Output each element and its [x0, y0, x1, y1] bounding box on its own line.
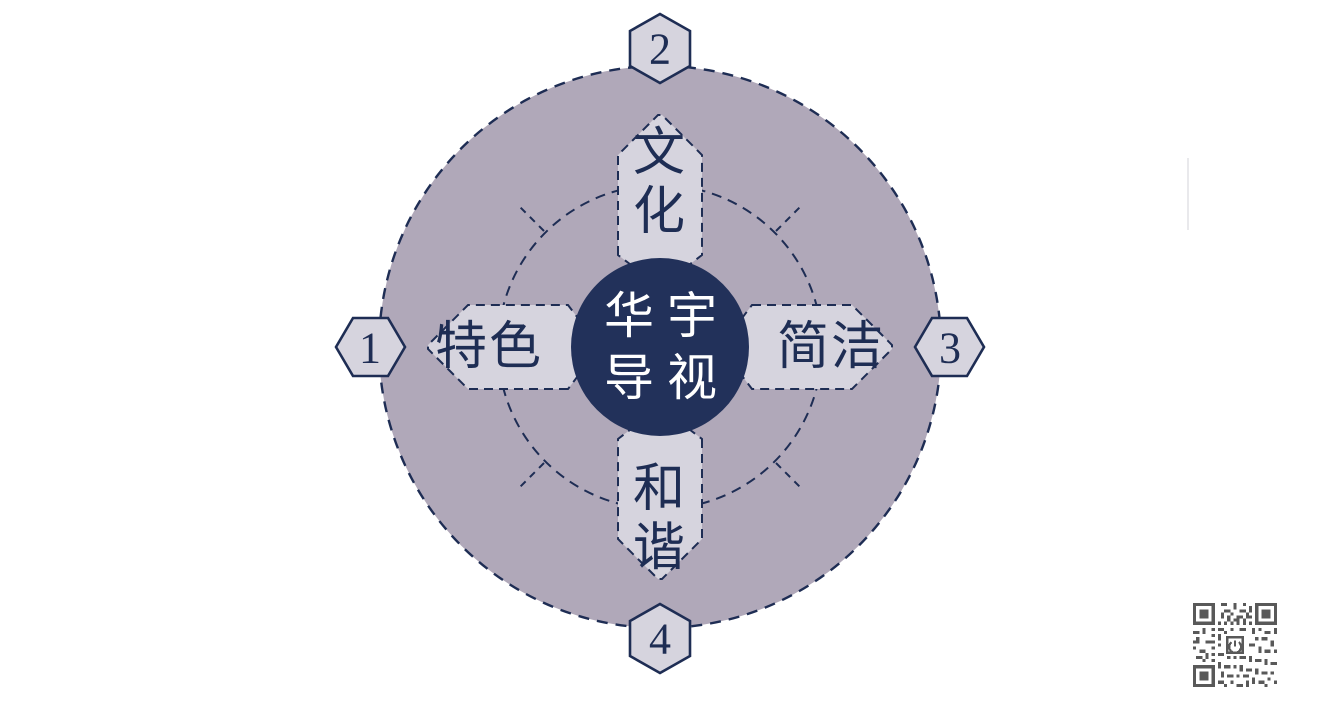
badge-4-hexagon	[628, 602, 692, 675]
qr-center-logo	[1226, 636, 1244, 654]
badge-4-number: 4	[649, 615, 671, 664]
center-char-3: 导	[604, 349, 654, 407]
badge-2-hexagon	[628, 12, 692, 85]
petal-bottom-label-char-1: 和	[633, 459, 687, 519]
center-node-circle	[571, 258, 749, 436]
badge-1[interactable]: 1	[334, 316, 407, 378]
petal-top-label-char-2: 化	[633, 182, 687, 242]
badge-2-number: 2	[649, 25, 671, 74]
petal-group: 特色 简洁 文 化 和 谐	[427, 114, 893, 580]
badge-group: 1 3 2 4	[334, 12, 986, 675]
badge-2[interactable]: 2	[628, 12, 692, 85]
petal-bottom-label-char-2: 谐	[633, 518, 687, 578]
petal-left-label: 特色	[435, 317, 543, 377]
center-char-1: 华	[604, 287, 654, 345]
diagonal-tick-marks	[519, 206, 801, 488]
petal-left[interactable]: 特色	[427, 304, 601, 390]
center-node[interactable]: 华 宇 导 视	[571, 258, 749, 436]
petal-top-label-char-1: 文	[633, 123, 687, 183]
petal-right-label: 简洁	[777, 317, 885, 377]
center-char-4: 视	[667, 349, 717, 407]
faint-vertical-rule	[1187, 158, 1189, 230]
petal-right[interactable]: 简洁	[719, 304, 893, 390]
qr-code[interactable]	[1190, 600, 1280, 690]
qr-code-graphic	[1190, 600, 1280, 690]
petal-top[interactable]: 文 化	[617, 114, 703, 288]
badge-3-number: 3	[939, 324, 961, 373]
center-char-2: 宇	[667, 287, 717, 345]
badge-1-number: 1	[359, 324, 381, 373]
badge-3-hexagon	[913, 316, 986, 378]
badge-1-hexagon	[334, 316, 407, 378]
petal-bottom[interactable]: 和 谐	[617, 406, 703, 580]
badge-4[interactable]: 4	[628, 602, 692, 675]
badge-3[interactable]: 3	[913, 316, 986, 378]
